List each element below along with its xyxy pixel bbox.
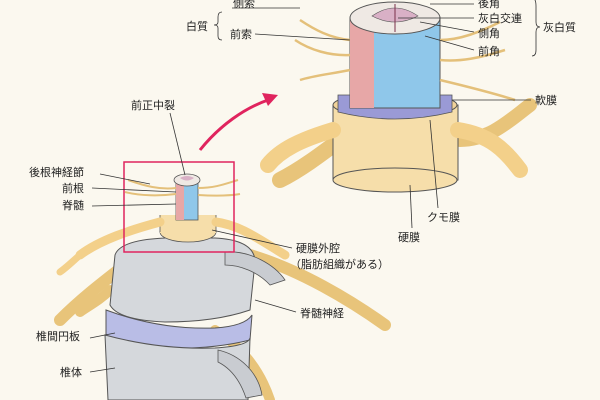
label-dorsal-root-ganglion: 後根神経節 bbox=[29, 165, 84, 179]
vertebral-column bbox=[54, 237, 391, 400]
label-arachnoid: クモ膜 bbox=[427, 211, 460, 224]
leader-lines bbox=[89, 0, 541, 373]
label-anterior-median-fissure: 前正中裂 bbox=[131, 98, 175, 112]
labels: 側索 白質 前索 後角 灰白交連 側角 前角 灰白質 軟膜 クモ膜 硬膜 前正中… bbox=[29, 0, 576, 379]
label-spinal-cord: 脊髄 bbox=[62, 198, 84, 212]
label-vertebral-body: 椎体 bbox=[60, 365, 82, 379]
label-lateral-funiculus: 側索 bbox=[233, 0, 255, 10]
label-gray-matter: 灰白質 bbox=[543, 20, 576, 34]
label-white-matter: 白質 bbox=[186, 19, 208, 33]
label-spinal-nerve: 脊髄神経 bbox=[300, 306, 344, 320]
label-posterior-horn: 後角 bbox=[478, 0, 500, 10]
label-dura-mater: 硬膜 bbox=[398, 231, 420, 244]
label-ventral-root: 前根 bbox=[62, 181, 84, 195]
label-gray-commissure: 灰白交連 bbox=[478, 11, 522, 25]
zoom-arrow-icon bbox=[198, 93, 278, 151]
label-intervertebral-disc: 椎間円板 bbox=[36, 329, 80, 343]
label-pia-mater: 軟膜 bbox=[535, 93, 557, 107]
label-epidural-space: 硬膜外腔 bbox=[296, 241, 340, 255]
label-epidural-note: （脂肪組織がある） bbox=[290, 257, 389, 271]
magnified-spinal-cord bbox=[260, 1, 537, 193]
small-spinal-cord bbox=[56, 173, 290, 276]
label-anterior-funiculus: 前索 bbox=[230, 27, 252, 41]
zoom-highlight-box bbox=[123, 161, 235, 253]
label-lateral-horn: 側角 bbox=[478, 27, 500, 40]
label-anterior-horn: 前角 bbox=[478, 44, 500, 58]
